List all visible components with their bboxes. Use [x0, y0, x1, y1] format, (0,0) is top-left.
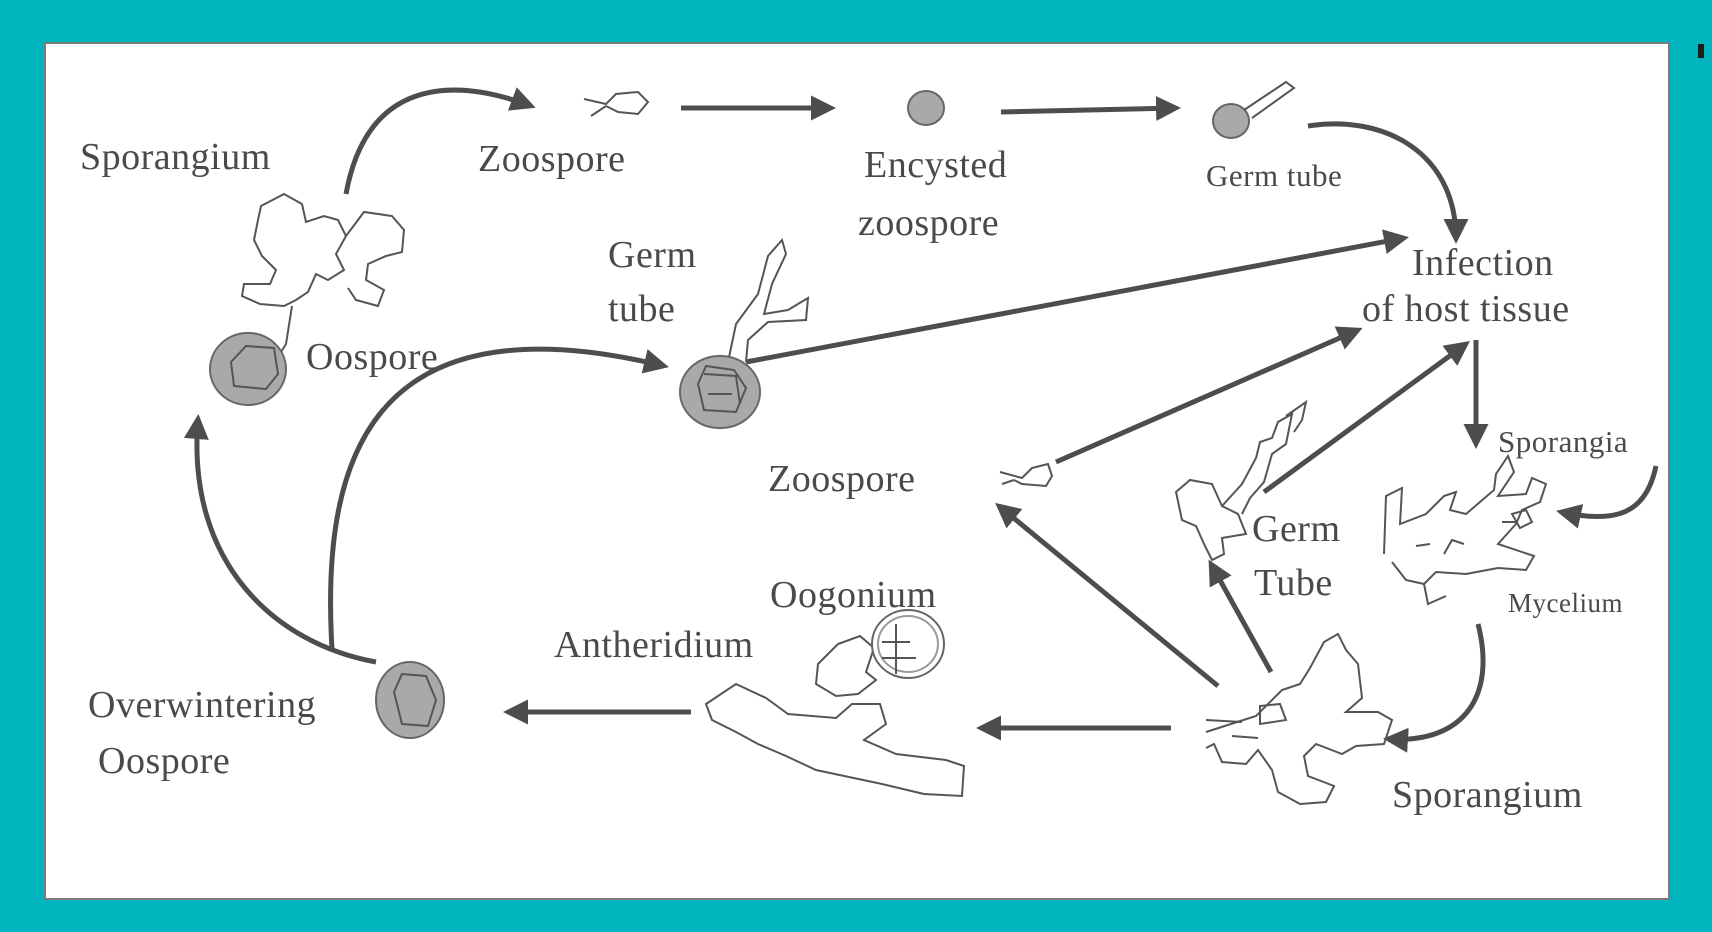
sporangia-mycelium-illustration — [1384, 456, 1546, 604]
label-overwintering-line2: Oospore — [98, 742, 230, 780]
sporangium-bottom-illustration — [1206, 634, 1392, 804]
arrow-overwintering-to-germtube — [331, 349, 664, 649]
arrow-zoospore-mid-to-infection — [1056, 330, 1358, 462]
label-germ-tube-right-line1: Germ — [1252, 510, 1341, 548]
label-sporangium-top: Sporangium — [80, 138, 271, 176]
germ-tube-top-illustration — [1213, 82, 1294, 138]
diagram-canvas: Sporangium Zoospore Encysted zoospore Ge… — [44, 42, 1670, 900]
frame-edge-mark — [1698, 44, 1704, 58]
label-oogonium: Oogonium — [770, 576, 937, 614]
label-encysted-line1: Encysted — [864, 146, 1007, 184]
label-overwintering-line1: Overwintering — [88, 686, 316, 724]
arrow-encysted-to-germtube — [1001, 108, 1176, 112]
label-germ-tube-mid-line2: tube — [608, 290, 675, 328]
arrow-germ-tube-right-to-infection — [1264, 344, 1466, 492]
label-encysted-line2: zoospore — [858, 204, 999, 242]
label-zoospore-top: Zoospore — [478, 140, 626, 178]
label-sporangia: Sporangia — [1498, 426, 1628, 457]
arrow-sporangia-loop — [1561, 466, 1656, 517]
label-mycelium: Mycelium — [1508, 590, 1623, 617]
zoospore-mid-illustration — [1000, 464, 1052, 486]
label-zoospore-mid: Zoospore — [768, 460, 916, 498]
germ-tube-mid-illustration — [680, 240, 808, 428]
label-infection-line2: of host tissue — [1362, 290, 1570, 328]
encysted-zoospore-illustration — [908, 91, 944, 125]
label-antheridium: Antheridium — [554, 626, 754, 664]
arrow-germtube-mid-to-infection — [746, 238, 1404, 362]
zoospore-top-illustration — [584, 92, 648, 116]
label-germ-tube-mid-line1: Germ — [608, 236, 697, 274]
arrow-overwintering-to-oospore — [197, 419, 376, 662]
overwintering-oospore-illustration — [376, 662, 444, 738]
arrow-mycelium-to-sporangium — [1388, 624, 1483, 739]
oospore-top-illustration — [210, 333, 286, 405]
label-sporangium-bottom: Sporangium — [1392, 776, 1583, 814]
arrow-sporangium-to-zoospore-mid — [999, 506, 1218, 686]
label-infection-line1: Infection — [1412, 244, 1554, 282]
label-germ-tube-right-line2: Tube — [1254, 564, 1333, 602]
label-germ-tube-top: Germ tube — [1206, 160, 1342, 191]
label-oospore: Oospore — [306, 338, 438, 376]
